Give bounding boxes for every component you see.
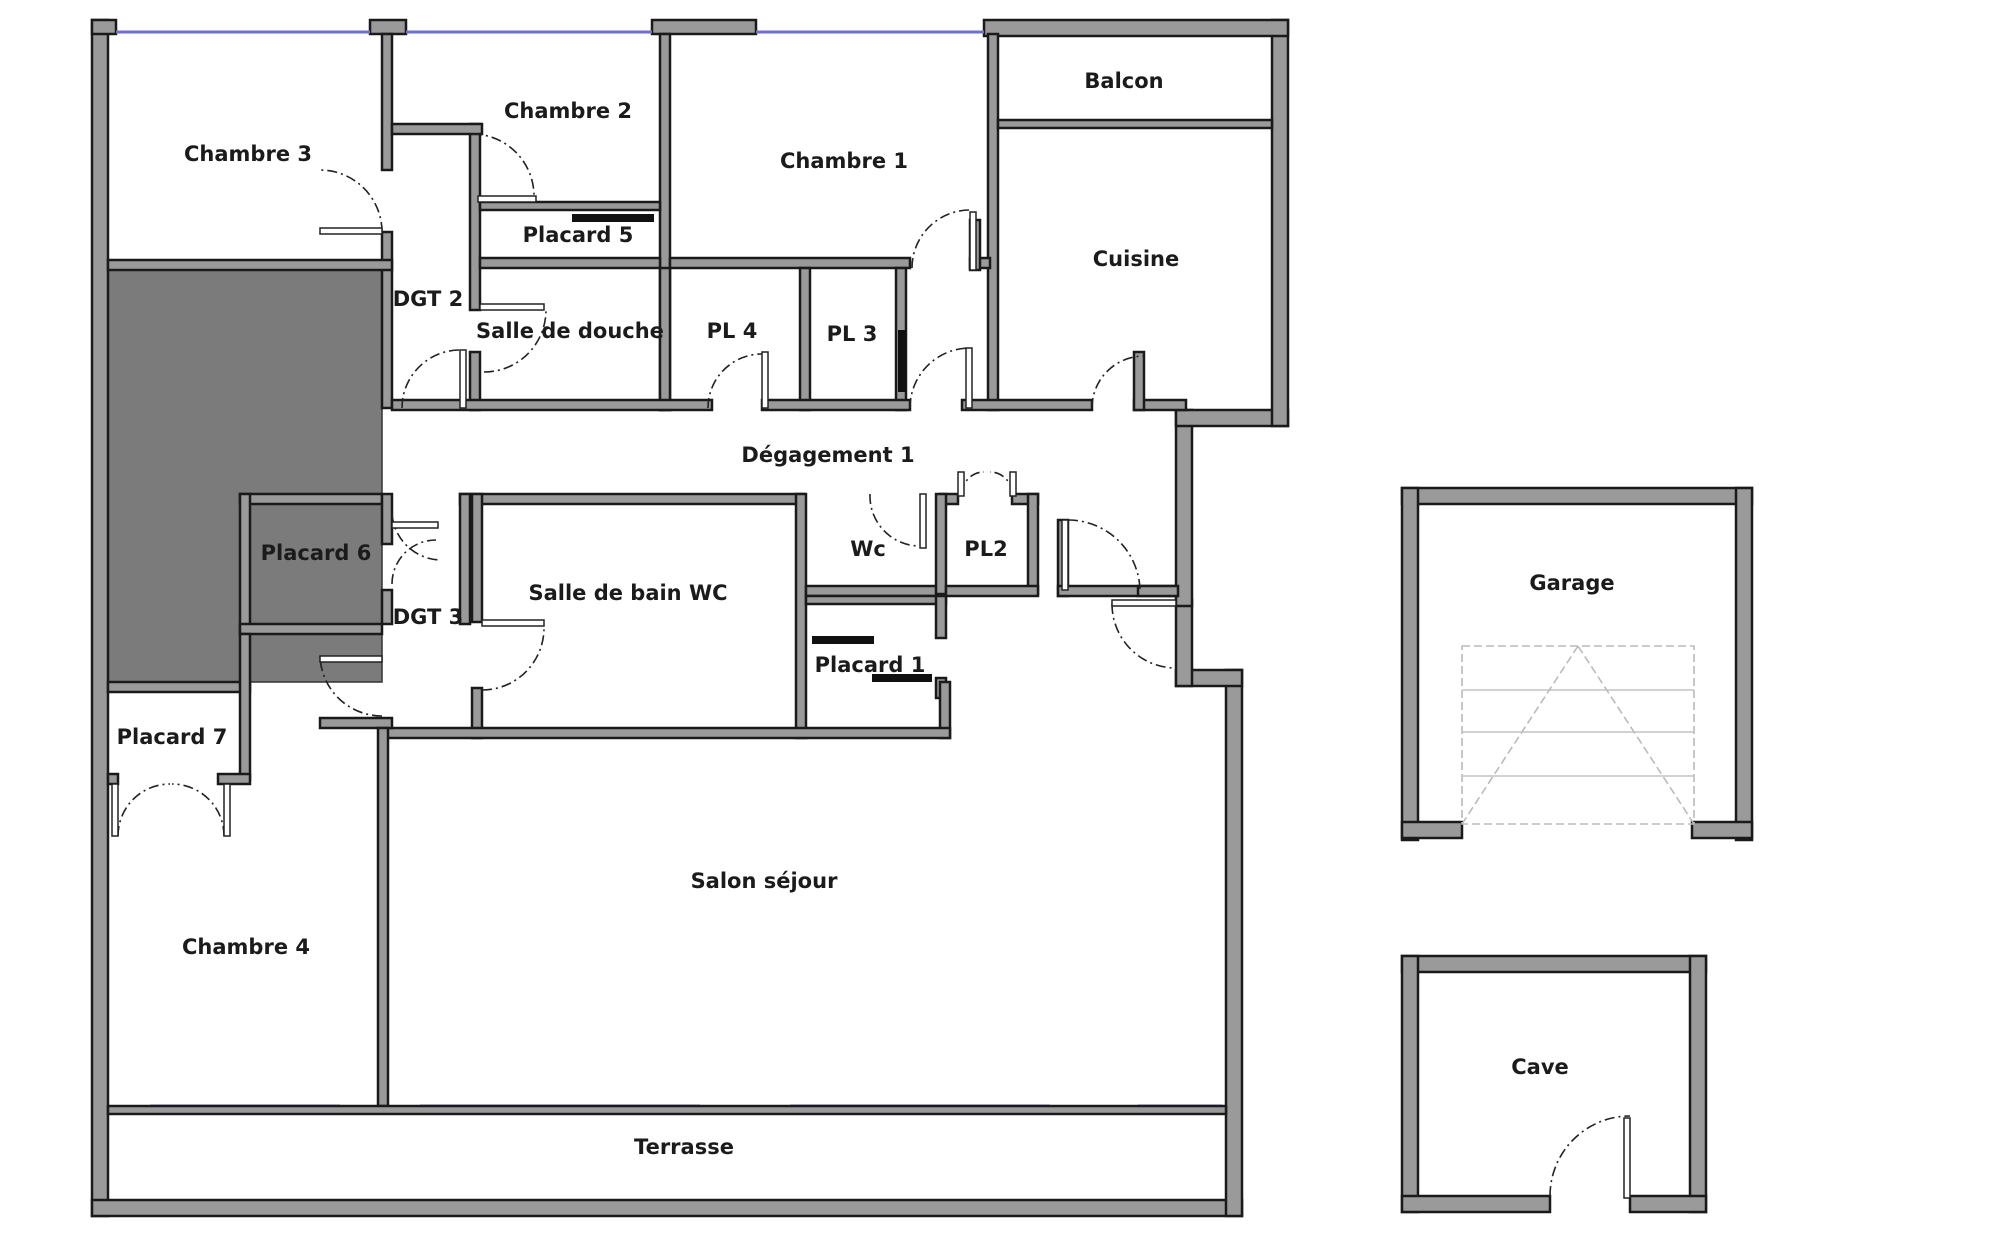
label-salle-de-douche: Salle de douche — [476, 319, 664, 343]
label-placard1: Placard 1 — [815, 653, 926, 677]
outer-walls — [90, 18, 1290, 1218]
label-pl4: PL 4 — [707, 319, 758, 343]
label-wc: Wc — [850, 537, 886, 561]
label-pl3: PL 3 — [827, 322, 878, 346]
label-chambre1: Chambre 1 — [780, 149, 908, 173]
label-chambre4: Chambre 4 — [182, 935, 310, 959]
label-cave: Cave — [1511, 1055, 1569, 1079]
room-labels: Chambre 3 Chambre 2 Chambre 1 Balcon Cui… — [117, 69, 1615, 1159]
label-placard7: Placard 7 — [117, 725, 228, 749]
label-salon-sejour: Salon séjour — [691, 869, 839, 893]
doors — [111, 133, 1177, 837]
label-salle-de-bain: Salle de bain WC — [528, 581, 727, 605]
interior-walls — [106, 32, 1274, 1116]
label-placard6: Placard 6 — [261, 541, 372, 565]
label-dgt3: DGT 3 — [393, 605, 464, 629]
label-garage: Garage — [1529, 571, 1614, 595]
label-terrasse: Terrasse — [634, 1135, 734, 1159]
label-cuisine: Cuisine — [1093, 247, 1179, 271]
label-chambre2: Chambre 2 — [504, 99, 632, 123]
label-chambre3: Chambre 3 — [184, 142, 312, 166]
label-degagement1: Dégagement 1 — [741, 443, 914, 467]
label-placard5: Placard 5 — [523, 223, 634, 247]
label-pl2: PL2 — [964, 537, 1007, 561]
cave-block — [1400, 954, 1708, 1214]
label-balcon: Balcon — [1084, 69, 1163, 93]
garage-block — [1400, 486, 1754, 842]
label-dgt2: DGT 2 — [393, 287, 464, 311]
